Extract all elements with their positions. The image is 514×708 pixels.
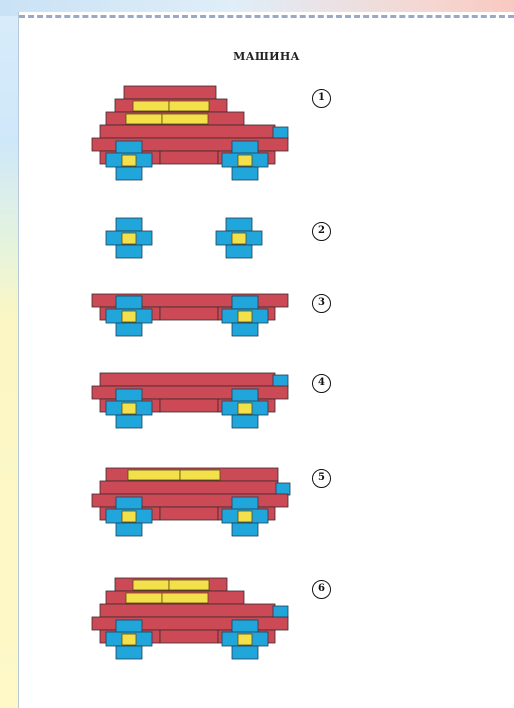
- car-figure-step-4: [92, 373, 288, 428]
- car-figure-step-1: [92, 86, 288, 180]
- car-figure-step-2: [106, 218, 262, 258]
- car-figure-step-5: [92, 468, 290, 536]
- car-figure-step-3: [92, 294, 288, 336]
- car-figure-step-6: [92, 578, 288, 659]
